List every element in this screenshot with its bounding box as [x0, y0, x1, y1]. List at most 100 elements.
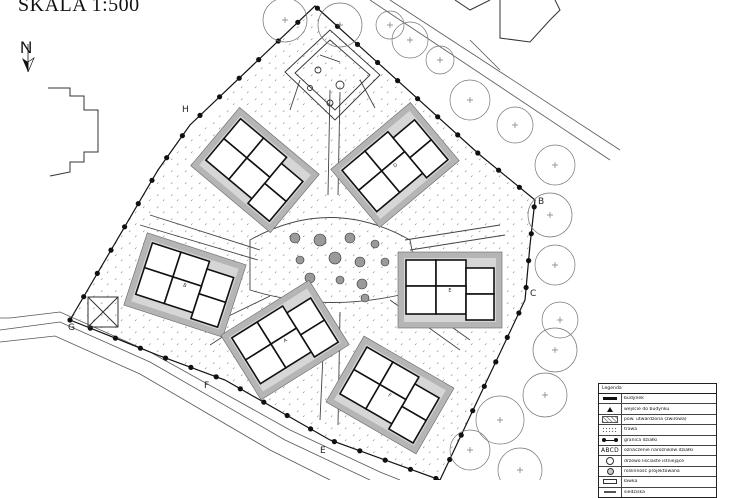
boundary-marker — [496, 167, 502, 173]
boundary-marker — [475, 150, 481, 156]
legend-label: ławka — [624, 479, 638, 485]
boundary-marker — [481, 383, 487, 389]
building-label: F — [387, 393, 393, 400]
legend-label: roślinność projektowana — [624, 468, 680, 474]
boundary-marker — [504, 334, 510, 340]
boundary-marker — [217, 94, 223, 100]
boundary-marker — [375, 59, 381, 66]
legend-label: siedziska — [624, 489, 645, 495]
paved-hatch-icon — [602, 415, 618, 423]
tree — [496, 106, 534, 144]
tree-circle-icon — [606, 457, 614, 466]
boundary-marker — [237, 386, 243, 392]
boundary-marker — [295, 19, 301, 25]
neighbour-building-top — [454, 0, 561, 43]
boundary-marker — [67, 317, 73, 323]
boundary-marker — [447, 456, 453, 463]
boundary-marker — [331, 439, 337, 445]
corner-label-g: G — [68, 323, 75, 333]
legend-row: trawa — [599, 425, 716, 436]
tree — [449, 429, 491, 471]
boundary-marker — [137, 345, 143, 351]
site-area — [70, 6, 535, 480]
boundary-marker — [516, 184, 523, 190]
building-symbol-icon — [603, 397, 617, 401]
legend-row: pow. utwardzona (żwirowa) — [599, 414, 716, 426]
central-garden — [289, 232, 390, 303]
legend-label: budynek — [624, 396, 644, 402]
boundary-marker — [458, 432, 464, 438]
building: F — [325, 335, 455, 455]
boundary-marker — [256, 57, 262, 63]
building: E — [397, 251, 503, 329]
boundary-marker — [354, 41, 361, 48]
boundary-marker — [470, 408, 476, 414]
legend-row: roślinność projektowana — [599, 466, 716, 478]
legend-row: siedziska — [599, 487, 716, 497]
boundary-marker — [415, 96, 421, 102]
tree — [449, 79, 491, 121]
boundary-marker — [112, 335, 118, 341]
tree — [532, 327, 578, 373]
legend-row: granica działki — [599, 435, 716, 446]
boundary-marker — [526, 258, 532, 264]
plot-boundary — [67, 5, 537, 480]
boundary-marker — [213, 374, 219, 380]
tree — [541, 301, 579, 339]
legend-row: ABCD oznaczenie narożników działki — [599, 445, 716, 457]
corner-label-f: F — [204, 381, 209, 391]
corner-structure — [87, 296, 119, 328]
building-label: E — [448, 288, 451, 294]
boundary-marker — [382, 457, 388, 463]
boundary-marker — [435, 114, 441, 120]
building-label: D — [392, 162, 399, 169]
playground — [284, 29, 381, 121]
boundary-marker — [261, 399, 267, 405]
boundary-marker — [164, 155, 170, 161]
boundary-marker — [179, 133, 185, 139]
legend-label: wejście do budynku — [624, 406, 670, 412]
legend-row: drzewo liściaste istniejące — [599, 456, 716, 467]
legend-label: drzewo liściaste istniejące — [624, 458, 685, 464]
tree — [522, 372, 568, 418]
north-label: N — [20, 38, 33, 57]
tree — [317, 2, 363, 48]
boundary-marker — [135, 201, 141, 207]
entrance-triangle-icon — [607, 406, 613, 412]
boundary-marker — [357, 448, 363, 454]
scale-title: SKALA 1:500 — [18, 0, 140, 16]
boundary-marker — [122, 224, 128, 230]
boundary-marker — [108, 247, 114, 253]
corner-label-e: E — [320, 446, 326, 456]
building-label: A — [282, 337, 289, 344]
tree — [475, 395, 525, 445]
corner-label-h: H — [182, 105, 189, 115]
legend-label: trawa — [624, 427, 638, 433]
boundary-marker — [163, 355, 169, 361]
legend-title: Legenda — [599, 384, 716, 394]
corner-letters-symbol: ABCD — [600, 447, 620, 455]
legend-row: wejście do budynku — [599, 404, 716, 415]
seat-icon — [604, 491, 616, 494]
boundary-marker — [236, 75, 242, 81]
boundary-marker — [433, 475, 439, 480]
north-arrow-icon — [22, 44, 35, 73]
legend-row: ławka — [599, 477, 716, 488]
road-top-right — [369, 0, 621, 161]
boundary-marker — [308, 426, 314, 432]
planned-plant-icon — [606, 467, 614, 475]
bench-icon — [603, 479, 617, 485]
tree — [375, 10, 405, 40]
tree — [534, 244, 576, 286]
tree — [497, 447, 543, 480]
building: D — [330, 102, 460, 228]
corner-label-c: C — [530, 289, 536, 299]
legend: Legenda budynek wejście do budynku pow. … — [598, 383, 717, 498]
boundary-line-icon — [602, 438, 618, 443]
legend-label: oznaczenie narożników działki — [624, 448, 694, 454]
tree — [262, 0, 308, 43]
corner-label-b: B — [538, 197, 544, 207]
tree — [527, 192, 573, 238]
boundary-marker — [516, 310, 522, 316]
